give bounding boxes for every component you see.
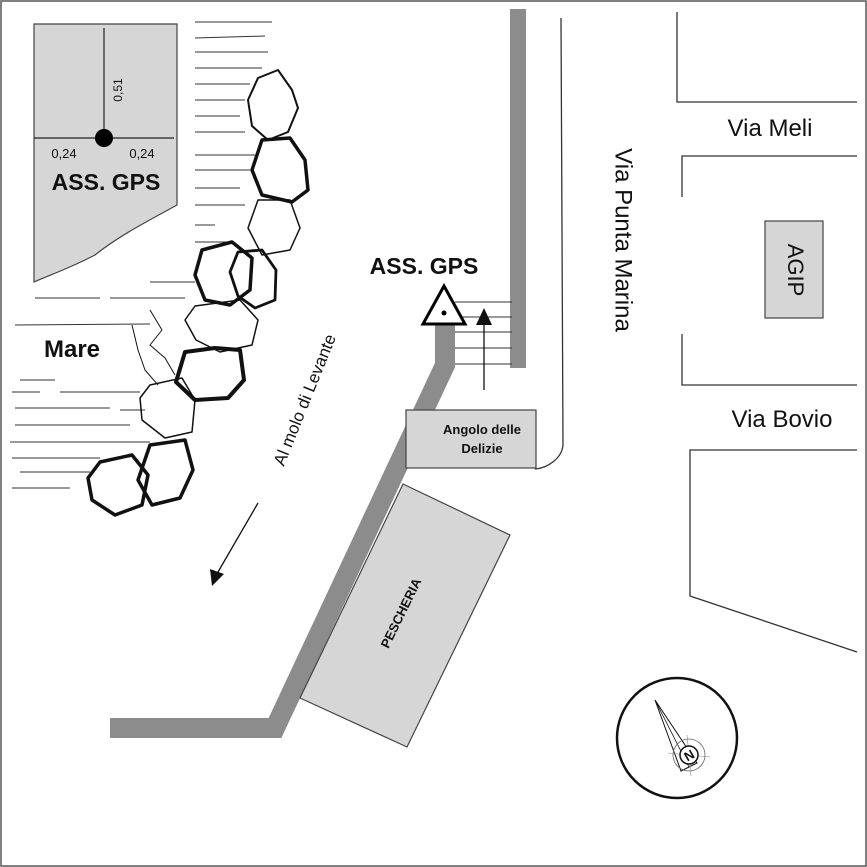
pier-direction-arrow-icon: [210, 502, 259, 586]
agip-station: [764, 220, 824, 319]
gps-inset: 0,51 0,24 0,24 ASS. GPS: [33, 23, 178, 283]
sea-hatching: [10, 21, 272, 489]
road-edge-left: [534, 17, 564, 470]
harbour-wall: [110, 325, 455, 738]
block-bovio-north: [681, 334, 857, 386]
street-bovio-label: Via Bovio: [732, 406, 833, 433]
gps-marker-label: ASS. GPS: [370, 253, 479, 279]
block-meli-north: [676, 12, 857, 103]
shop-label-line2: Delizie: [461, 441, 502, 456]
shop-building: [405, 409, 537, 469]
gps-point-icon: [95, 129, 113, 147]
sea-label: Mare: [44, 336, 100, 363]
block-meli-south: [681, 155, 857, 197]
agip-label: AGIP: [783, 244, 808, 297]
shop-label-line1: Angolo delle: [443, 422, 521, 437]
inset-dim-right: 0,24: [129, 146, 154, 161]
street-punta-marina-label: Via Punta Marina: [610, 148, 637, 332]
fish-market-building: [299, 483, 511, 748]
inset-title: ASS. GPS: [52, 169, 161, 195]
inset-dim-vertical: 0,51: [111, 78, 125, 102]
up-arrow-icon: [476, 308, 492, 390]
block-bovio-south: [689, 449, 858, 653]
street-meli-label: Via Meli: [728, 115, 813, 142]
inset-dim-left: 0,24: [51, 146, 76, 161]
compass-rose-icon: [615, 676, 739, 800]
breakwater-rocks: [86, 69, 310, 517]
gps-benchmark-icon: [420, 282, 468, 326]
